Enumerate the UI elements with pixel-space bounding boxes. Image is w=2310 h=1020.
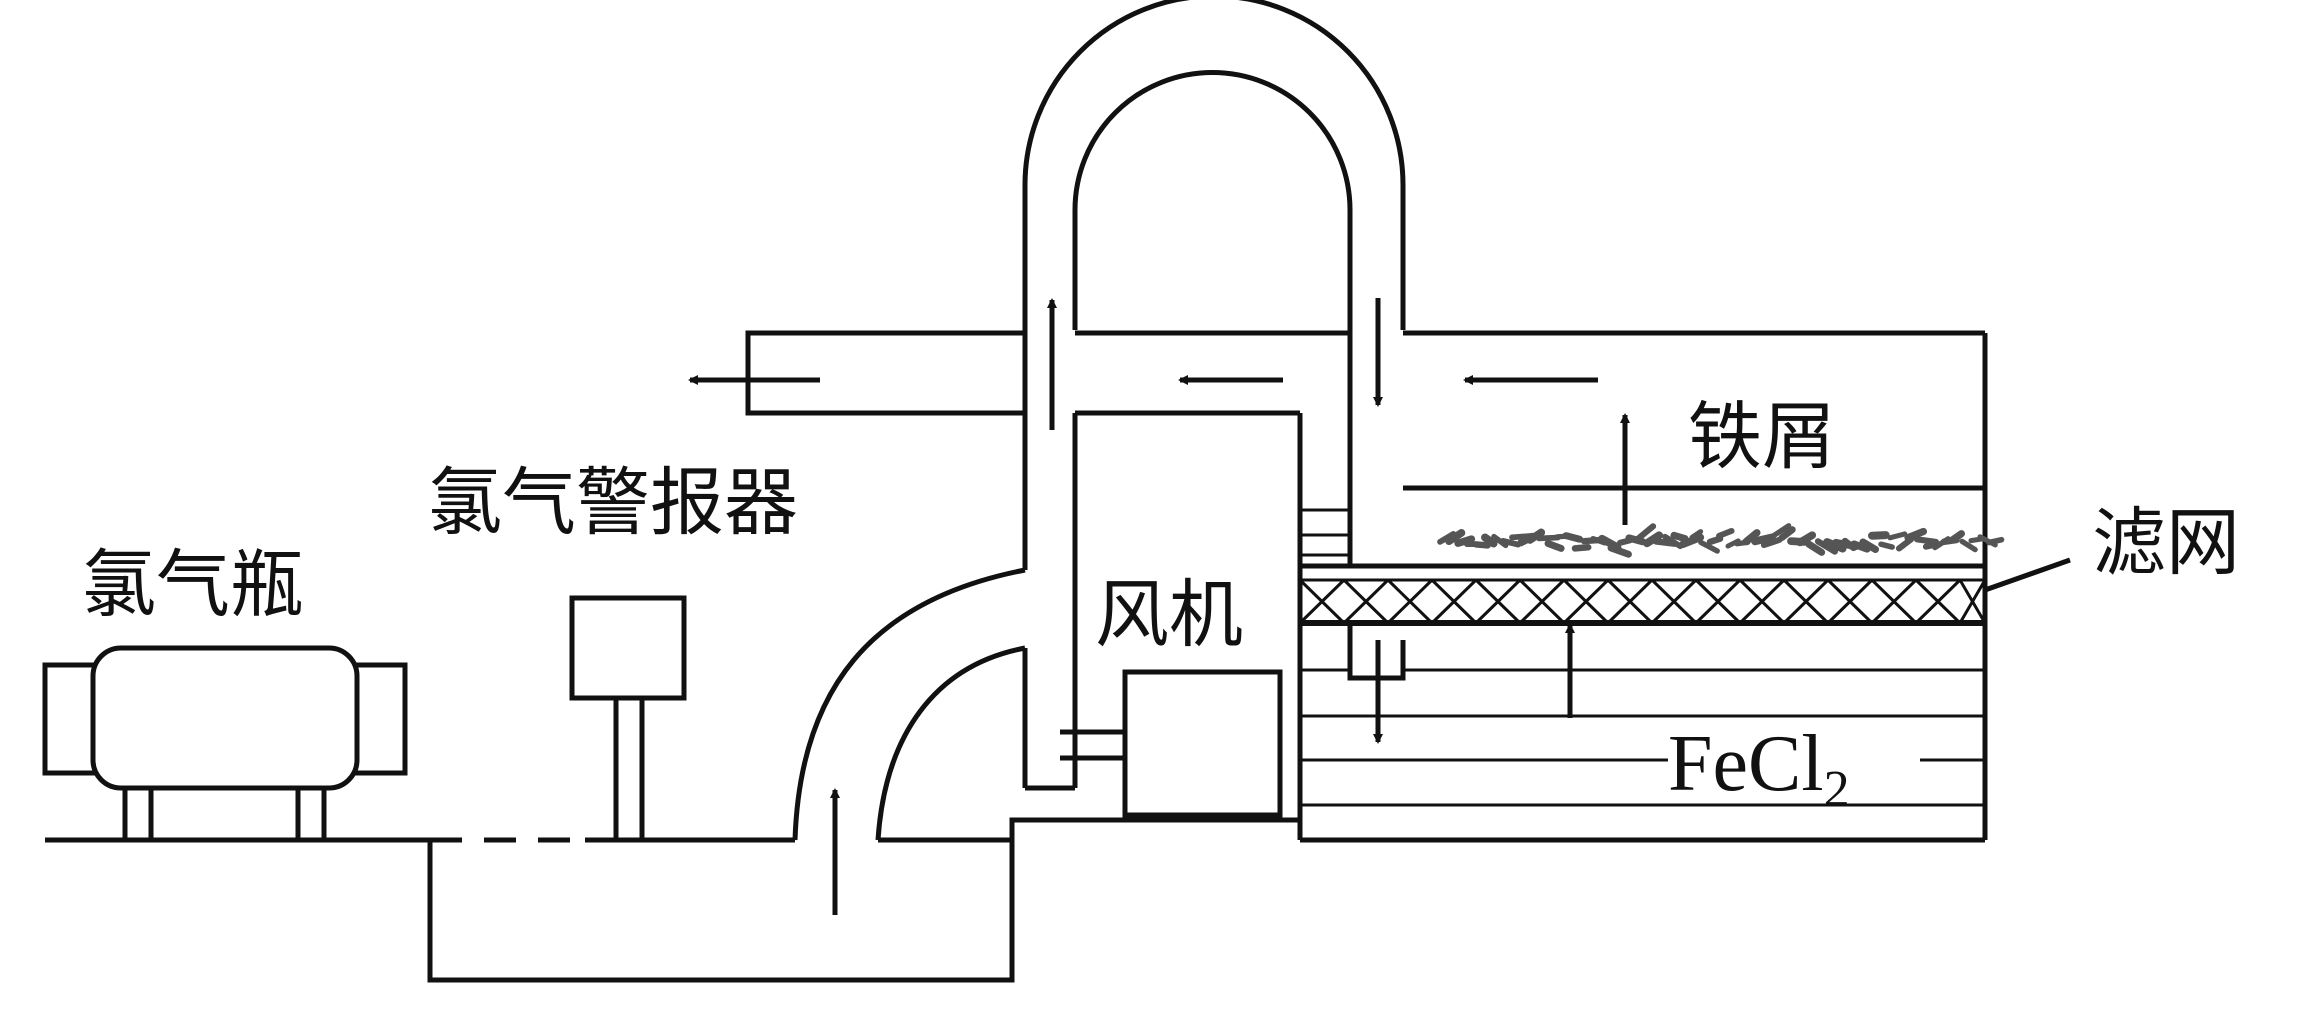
iron-filing <box>1887 531 1908 541</box>
filter-hatch <box>1298 578 1987 625</box>
filter-screen-label: 滤网 <box>2092 500 2240 586</box>
chlorine-alarm <box>569 595 687 840</box>
iron-filing <box>1679 533 1705 548</box>
iron-filing <box>1706 535 1724 546</box>
chlorine-alarm-label: 氯气警报器 <box>428 460 798 546</box>
iron-filings <box>1437 523 2005 558</box>
fan-box <box>1122 669 1283 818</box>
iron-filing <box>1454 535 1476 547</box>
exhaust-duct <box>745 330 1350 416</box>
iron-filing <box>1770 523 1792 539</box>
flow-arrows <box>688 298 1630 915</box>
iron-filing <box>1778 526 1796 542</box>
iron-filing <box>1571 543 1592 552</box>
iron-filing <box>1850 540 1871 553</box>
iron-filing <box>1698 539 1720 554</box>
filter-screen <box>1297 563 1988 626</box>
iron-filing <box>1796 531 1817 547</box>
iron-filing <box>1913 536 1939 546</box>
fan-label: 风机 <box>1095 572 1243 658</box>
intake-duct <box>792 567 1026 841</box>
iron-filing <box>1742 529 1761 546</box>
iron-filing <box>1805 540 1826 556</box>
iron-filing <box>1949 530 1966 544</box>
iron-filing <box>1670 531 1689 543</box>
iron-filing <box>1662 533 1684 550</box>
iron-filing <box>1689 529 1704 540</box>
iron-filing <box>1716 527 1735 539</box>
iron-filing <box>1607 544 1632 558</box>
iron-filing <box>1814 538 1838 555</box>
chlorine-cylinder <box>42 645 408 843</box>
iron-filing <box>1751 533 1776 546</box>
iron-filing <box>1562 532 1584 543</box>
solution-label: FeCl2 <box>1668 720 1850 818</box>
iron-filing <box>1986 536 2005 546</box>
iron-filings-label: 铁屑 <box>1688 394 1836 480</box>
iron-filing <box>1500 537 1521 548</box>
iron-filing <box>1859 538 1880 553</box>
iron-filing <box>1959 538 1978 553</box>
iron-filing <box>1643 531 1664 548</box>
iron-filing <box>1904 527 1928 542</box>
chlorine-cylinder-label: 氯气瓶 <box>82 542 304 628</box>
iron-filing <box>1634 523 1657 542</box>
iron-filing <box>1544 539 1565 552</box>
fan-duct <box>1022 215 1303 820</box>
filter-leader-line <box>1984 557 2071 593</box>
iron-filing <box>1526 528 1546 544</box>
trench <box>427 817 1303 983</box>
iron-filing <box>1445 529 1466 546</box>
iron-filing <box>1760 536 1783 549</box>
iron-filing <box>1481 533 1498 548</box>
solution-lines <box>1300 508 1985 807</box>
iron-filing <box>1868 531 1890 540</box>
iron-filing <box>1878 541 1895 550</box>
iron-filing <box>1472 541 1491 549</box>
